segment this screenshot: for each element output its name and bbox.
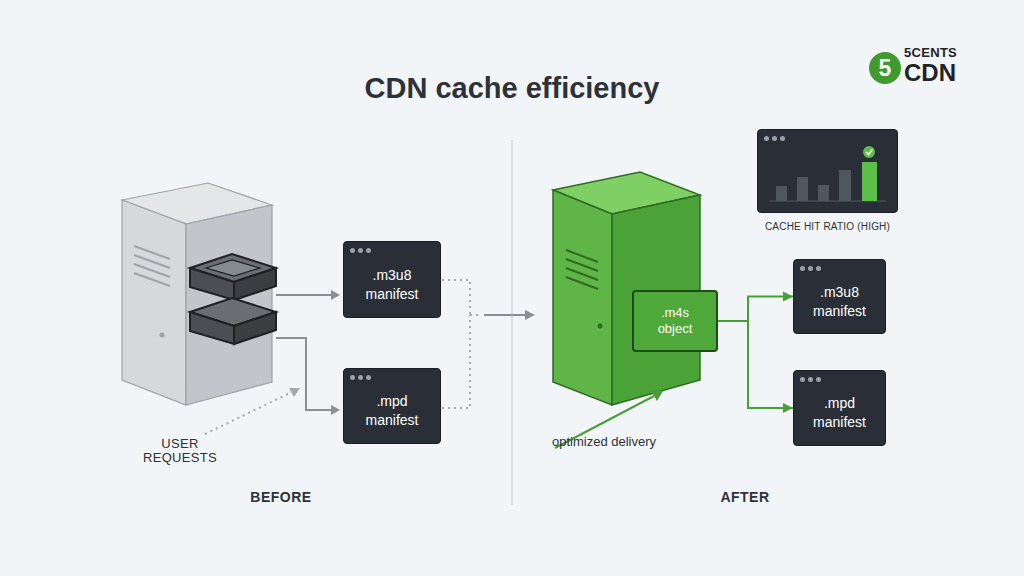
arrow-head	[783, 403, 793, 413]
window-dot	[366, 248, 371, 253]
connector-group	[718, 321, 793, 413]
arrow-head	[331, 290, 340, 300]
section-label: BEFORE	[231, 490, 331, 505]
chart-baseline	[770, 201, 886, 202]
manifest-window: .m3u8 manifest	[793, 259, 886, 334]
annotation: optimized delivery	[544, 435, 664, 449]
server-green	[553, 172, 700, 405]
window-dot	[764, 136, 769, 141]
window-dot	[816, 377, 821, 382]
section-label: AFTER	[695, 490, 795, 505]
manifest-window: .mpd manifest	[343, 368, 441, 444]
logo-text: CDN	[904, 60, 984, 86]
node-text: .mpd manifest	[808, 384, 872, 432]
node-text: .m3u8 manifest	[808, 273, 872, 321]
object-box: .m4s object	[632, 290, 718, 352]
transition-arrow	[484, 314, 526, 316]
arrow-head	[289, 388, 300, 397]
diagram-title: CDN cache efficiency	[0, 72, 1024, 105]
window-dot	[358, 375, 363, 380]
connector-arrow	[718, 297, 793, 322]
chart-window: CACHE HIT RATIO (HIGH)	[757, 129, 898, 213]
chart-bar	[776, 186, 787, 201]
chart-bar	[797, 177, 808, 201]
node-text: 5	[879, 55, 892, 82]
window-dot	[816, 266, 821, 271]
chart-bar	[839, 170, 851, 201]
check-mark	[866, 150, 873, 155]
node-text: .mpd manifest	[360, 382, 424, 430]
connector-group	[718, 292, 793, 322]
window-dot	[800, 266, 805, 271]
request-arrows	[276, 295, 332, 410]
node-text: .m4s object	[649, 305, 701, 336]
window-dot	[350, 248, 355, 253]
node-text: CACHE HIT RATIO (HIGH)	[765, 221, 890, 232]
divider-line	[511, 140, 513, 505]
arrow-head	[525, 310, 535, 320]
window-dot	[358, 248, 363, 253]
window-dot	[808, 377, 813, 382]
manifest-window: .m3u8 manifest	[343, 241, 441, 318]
annotation: USER REQUESTS	[130, 437, 230, 466]
connector-arrow	[718, 321, 793, 408]
arrow-head	[651, 391, 663, 401]
arrow-head	[783, 292, 793, 302]
window-dot	[772, 136, 777, 141]
arrow-head	[331, 405, 340, 415]
chart-bar	[818, 185, 829, 201]
window-dot	[808, 266, 813, 271]
window-dot	[780, 136, 785, 141]
window-dot	[800, 377, 805, 382]
check-badge	[863, 146, 875, 158]
node-text: .m3u8 manifest	[360, 256, 424, 304]
manifest-window: .mpd manifest	[793, 370, 886, 446]
window-dot	[366, 375, 371, 380]
chart-bar	[862, 162, 877, 201]
logo-badge: 5	[869, 52, 901, 84]
cache-box-icons	[190, 254, 276, 344]
window-dot	[350, 375, 355, 380]
logo-text: 5CENTS	[904, 46, 984, 60]
